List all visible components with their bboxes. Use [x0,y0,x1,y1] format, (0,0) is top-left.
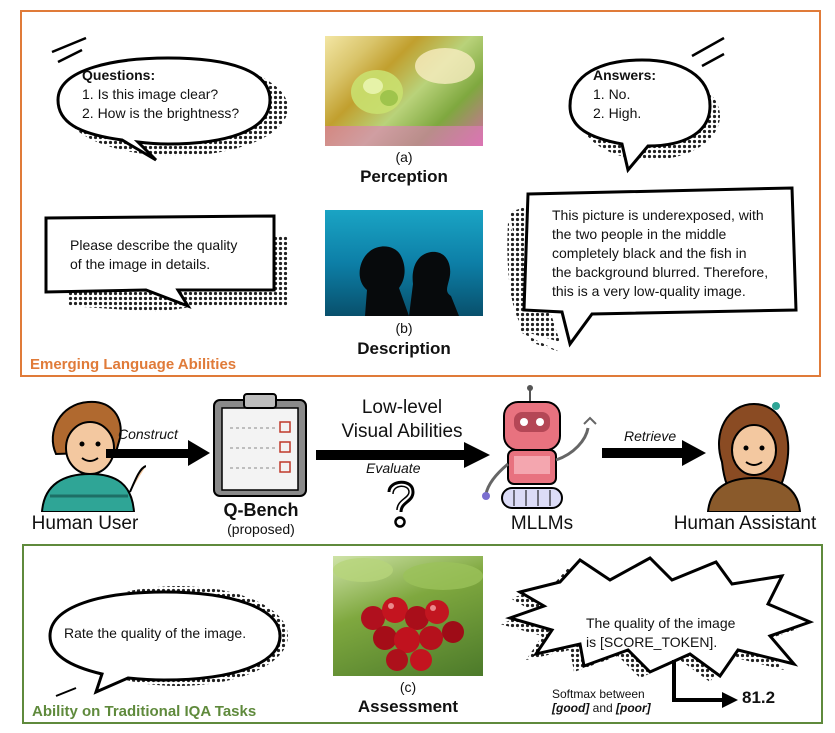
perception-title: Perception [360,167,448,186]
answers-bubble [568,36,725,174]
construct-arrow [106,440,210,466]
score-text: The quality of the image is [SCORE_TOKEN… [586,614,776,652]
score-line-1: The quality of the image [586,615,736,631]
clipboard-icon [213,393,307,497]
perception-label: (a) [395,149,413,165]
traditional-iqa-panel [22,544,823,724]
describe-text: Please describe the quality of the image… [70,236,280,274]
softmax-text: Softmax between [good] and [poor] [552,687,651,715]
softmax-and: and [589,701,617,715]
perception-image [325,36,483,146]
low-level-label: Low-level Visual Abilities [318,396,486,444]
answer-2: 2. High. [593,105,642,121]
softmax-line-1: Softmax between [552,687,645,701]
traditional-panel-title: Ability on Traditional IQA Tasks [32,703,257,720]
description-answer-bubble [507,186,798,352]
answer-line-5: this is a very low-quality image. [552,283,746,299]
answer-1: 1. No. [593,86,631,102]
questions-text: Questions: 1. Is this image clear? 2. Ho… [82,66,282,123]
retrieve-arrow [602,440,706,466]
low-level-line-2: Visual Abilities [341,421,463,442]
softmax-good: [good] [552,701,590,715]
answer-line-3: completely black and the fish in [552,245,747,261]
human-user-icon [40,400,146,512]
assessment-image [333,556,483,676]
assessment-title: Assessment [357,697,459,716]
qbench-title: Q-Bench [223,500,299,520]
questions-bubble [51,36,288,162]
score-line-2: is [SCORE_TOKEN]. [586,634,718,650]
emerging-abilities-panel [20,10,821,377]
human-user-label: Human User [31,513,139,534]
questions-heading: Questions: [82,67,156,83]
softmax-arrow [672,660,738,708]
mllms-label: MLLMs [510,513,574,534]
answers-heading: Answers: [593,67,657,83]
softmax-poor: [poor] [616,701,651,715]
answer-line-2: the two people in the middle [552,226,727,242]
human-assistant-icon [706,402,802,512]
describe-line-2: of the image in details. [70,256,211,272]
robot-icon [482,385,597,509]
score-bubble [500,556,815,682]
evaluate-arrow [316,442,490,468]
description-label: (b) [395,320,413,336]
proposed-label: (proposed) [227,521,295,537]
describe-line-1: Please describe the quality [70,237,238,253]
answer-line-1: This picture is underexposed, with [552,207,764,223]
description-image [325,210,483,316]
construct-label: Construct [118,426,178,442]
description-title: Description [357,339,451,358]
evaluate-label: Evaluate [366,460,421,476]
answers-text: Answers: 1. No. 2. High. [593,66,713,123]
low-level-line-1: Low-level [361,397,443,418]
question-1: 1. Is this image clear? [82,86,219,102]
describe-bubble [44,214,288,312]
rate-text: Rate the quality of the image. [64,625,247,641]
score-value: 81.2 [742,688,776,707]
rate-bubble [48,586,288,697]
human-assistant-label: Human Assistant [673,513,817,534]
retrieve-label: Retrieve [624,428,677,444]
description-answer-text: This picture is underexposed, with the t… [552,206,802,301]
question-mark-icon [387,480,415,528]
assessment-label: (c) [399,679,417,695]
question-2: 2. How is the brightness? [82,105,240,121]
emerging-panel-title: Emerging Language Abilities [30,356,237,373]
answer-line-4: the background blurred. Therefore, [552,264,769,280]
